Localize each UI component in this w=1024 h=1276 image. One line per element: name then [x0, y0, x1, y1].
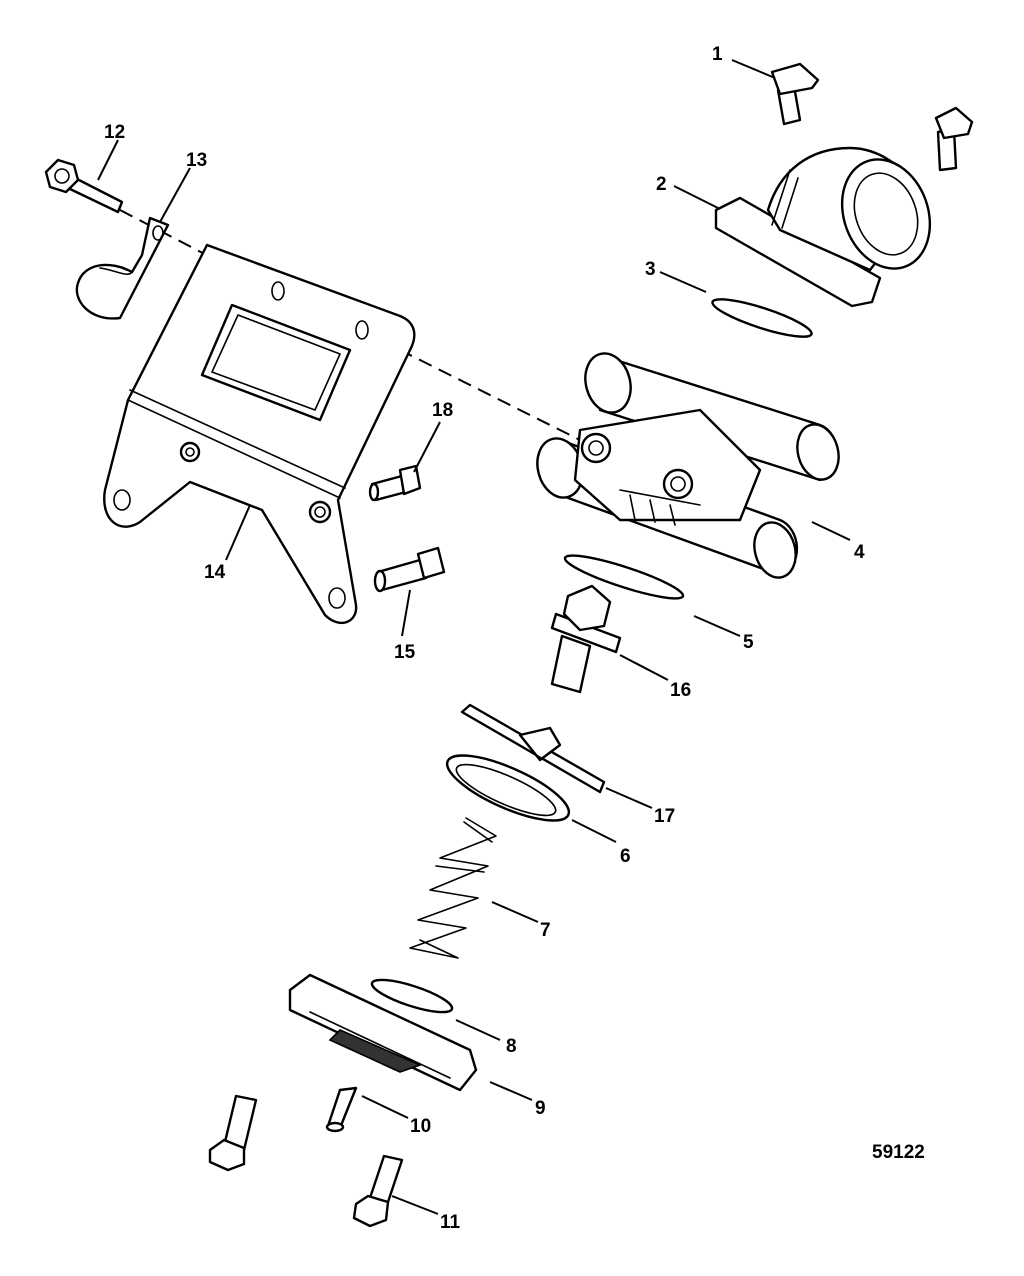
callout-15: 15: [394, 642, 416, 663]
upper-bolt[interactable]: [934, 106, 974, 172]
leader-lines: [97, 59, 851, 1215]
part-9-cover[interactable]: [288, 973, 478, 1092]
part-5-o-ring[interactable]: [562, 548, 686, 605]
part-7-spring[interactable]: [409, 817, 497, 959]
figure-reference-number: 59122: [872, 1142, 925, 1163]
part-18-stud[interactable]: [368, 464, 422, 502]
part-16-sensor[interactable]: [550, 584, 622, 694]
part-12-bolt[interactable]: [44, 158, 124, 214]
callout-11: 11: [440, 1212, 461, 1233]
part-15-stud[interactable]: [373, 546, 446, 593]
callout-5: 5: [743, 632, 754, 653]
callout-13: 13: [186, 150, 207, 171]
part-2-elbow[interactable]: [714, 146, 945, 308]
callout-3: 3: [645, 259, 656, 280]
callout-16: 16: [670, 680, 691, 701]
part-1-bolt[interactable]: [770, 62, 820, 126]
callout-10: 10: [410, 1116, 431, 1137]
callout-12: 12: [104, 122, 125, 143]
lower-left-bolt[interactable]: [208, 1094, 258, 1172]
callout-18: 18: [432, 400, 453, 421]
callout-9: 9: [535, 1098, 546, 1119]
part-3-o-ring[interactable]: [709, 292, 814, 343]
callout-17: 17: [654, 806, 675, 827]
part-11-bolt[interactable]: [352, 1154, 404, 1228]
callout-1: 1: [712, 44, 723, 65]
part-6-gasket[interactable]: [440, 743, 577, 833]
part-10-dowel[interactable]: [325, 1086, 358, 1133]
callout-7: 7: [540, 920, 551, 941]
callout-6: 6: [620, 846, 631, 867]
part-8-seal[interactable]: [369, 974, 455, 1019]
callout-2: 2: [656, 174, 667, 195]
callout-14: 14: [204, 562, 226, 583]
part-17-thermostat[interactable]: [460, 703, 606, 794]
part-4-housing[interactable]: [531, 348, 845, 582]
callout-8: 8: [506, 1036, 517, 1057]
part-13-clip[interactable]: [75, 216, 170, 320]
part-14-bracket[interactable]: [103, 243, 416, 625]
callout-4: 4: [854, 542, 865, 563]
